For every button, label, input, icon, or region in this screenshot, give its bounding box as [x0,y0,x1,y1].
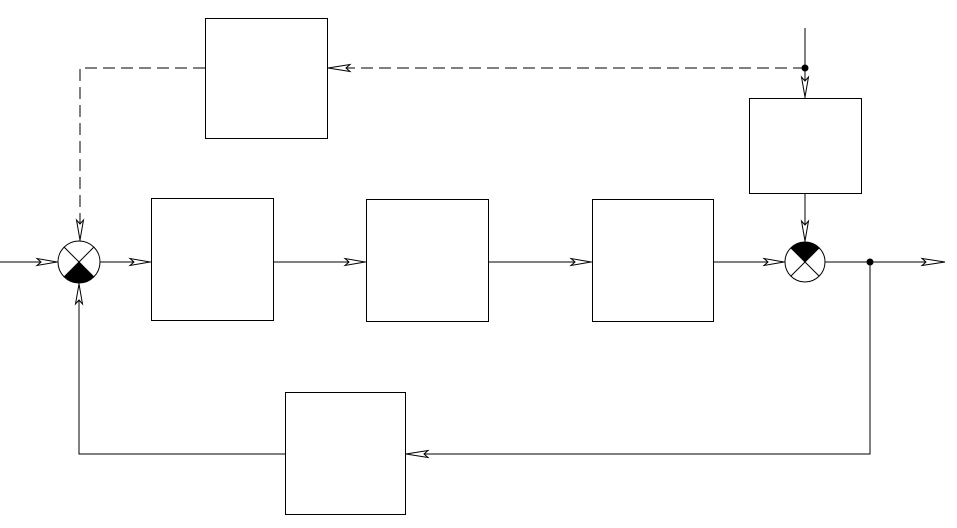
arrow-to-sum-disturbance [762,257,785,267]
block-actuator [366,199,489,322]
feedback-line-left [78,283,285,455]
arrow-feedforward-down [75,218,85,241]
arrow-disturbance-down [800,75,810,98]
summing-junction-disturbance [784,241,826,283]
arrow-to-controller [128,257,151,267]
branch-point-disturbance [801,64,809,72]
feedback-line-right [406,262,871,455]
arrow-input [35,257,58,267]
arrow-to-feedforward-block [327,63,352,73]
arrow-feedback-up [74,283,84,306]
arrow-output [920,257,946,267]
feedforward-dashed-line-left [79,67,205,241]
arrow-to-actuator [343,257,366,267]
arrow-to-feedback-block [405,449,430,459]
block-feedback [285,392,406,515]
block-feedforward [205,18,328,139]
summing-junction-input [57,240,101,284]
branch-point-output [866,258,874,266]
block-controller [151,198,274,321]
block-disturbance [749,98,862,194]
block-plant [592,199,714,322]
arrow-disturbance-to-sum [800,219,810,242]
arrow-to-plant [569,257,592,267]
